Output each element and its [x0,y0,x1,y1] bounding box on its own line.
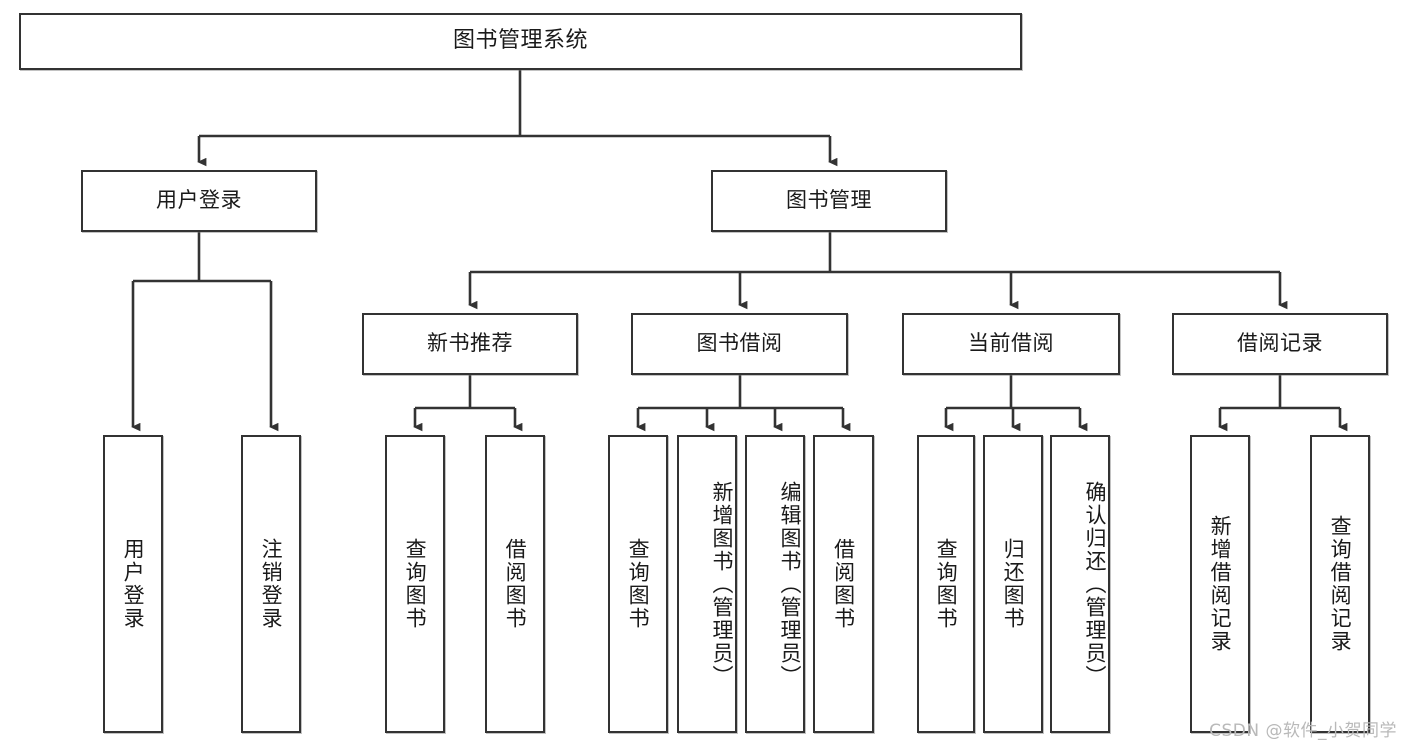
leaf-add-record[interactable]: 新增借阅记录 [1190,435,1250,733]
leaf-query-book-3[interactable]: 查询图书 [917,435,975,733]
node-new-book-recommend[interactable]: 新书推荐 [362,313,578,375]
node-book-manage[interactable]: 图书管理 [711,170,947,232]
node-borrow-record[interactable]: 借阅记录 [1172,313,1388,375]
leaf-query-book-1[interactable]: 查询图书 [385,435,445,733]
node-current-borrow[interactable]: 当前借阅 [902,313,1120,375]
node-book-borrow[interactable]: 图书借阅 [631,313,848,375]
csdn-watermark: CSDN @软件_小贺同学 [1209,721,1397,741]
leaf-borrow-book-2[interactable]: 借阅图书 [813,435,874,733]
leaf-edit-book[interactable]: 编辑图书（管理员） [745,435,805,733]
leaf-query-book-2[interactable]: 查询图书 [608,435,668,733]
leaf-borrow-book-1[interactable]: 借阅图书 [485,435,545,733]
leaf-add-book[interactable]: 新增图书（管理员） [677,435,737,733]
leaf-logout[interactable]: 注销登录 [241,435,301,733]
leaf-return-book[interactable]: 归还图书 [983,435,1043,733]
node-user-login[interactable]: 用户登录 [81,170,317,232]
node-root[interactable]: 图书管理系统 [19,13,1022,70]
leaf-user-login[interactable]: 用户登录 [103,435,163,733]
leaf-confirm-return[interactable]: 确认归还（管理员） [1050,435,1110,733]
leaf-query-record[interactable]: 查询借阅记录 [1310,435,1370,733]
